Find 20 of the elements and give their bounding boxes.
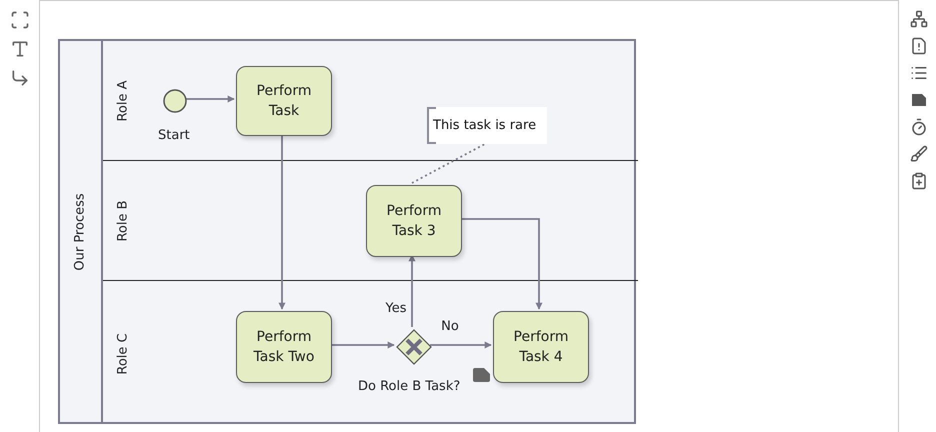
sequence-arrow — [430, 342, 492, 348]
gateway-diamond — [396, 329, 432, 365]
sequence-arrow — [278, 134, 286, 310]
pool — [58, 39, 636, 424]
task-box: Perform Task Two — [236, 311, 332, 383]
task-box: Perform Task — [236, 66, 332, 136]
text-annotation: This task is rare — [427, 107, 547, 144]
task-box: Perform Task 4 — [493, 311, 589, 383]
lane-label: Role A — [116, 80, 130, 122]
sequence-arrow — [460, 218, 542, 310]
start-event-circle — [163, 89, 187, 113]
lane-label: Role B — [116, 200, 130, 242]
task-box: Perform Task 3 — [366, 185, 462, 257]
node-caption: Do Role B Task? — [358, 379, 460, 394]
sequence-arrow — [408, 254, 416, 327]
sequence-arrow — [185, 96, 235, 102]
lane-label: Role C — [116, 332, 130, 374]
sequence-arrow — [330, 342, 395, 348]
pool-label: Our Process — [72, 192, 88, 270]
node-caption: Start — [158, 128, 190, 143]
